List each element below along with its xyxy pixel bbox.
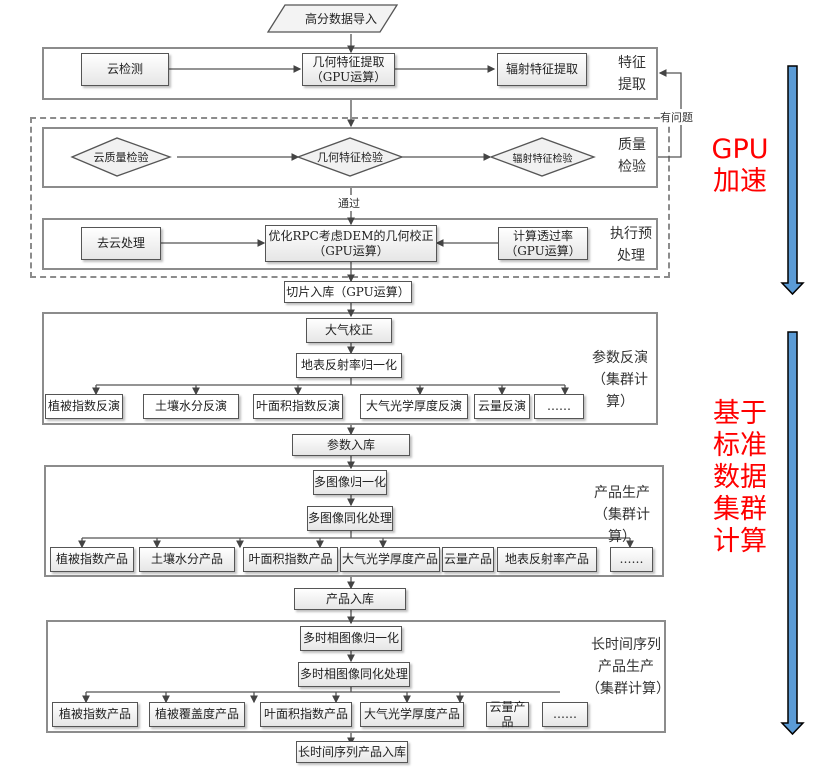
stage-feature-extraction-label: 特征 提取	[618, 55, 646, 93]
param-store-box: 参数入库	[292, 434, 410, 456]
multi-temporal-norm-box: 多时相图像归一化	[300, 626, 402, 651]
input-parallelogram	[266, 4, 399, 33]
ts-product-item: 植被覆盖度产品	[149, 702, 245, 727]
inversion-item: ……	[534, 394, 584, 419]
stage-preprocess-label: 执行预 处理	[610, 226, 652, 264]
inversion-item: 叶面积指数反演	[253, 394, 343, 419]
geo-feature-extract-box: 几何特征提取 （GPU运算）	[302, 53, 395, 86]
product-item: 植被指数产品	[50, 547, 134, 572]
ts-product-item: 叶面积指数产品	[260, 702, 352, 727]
gpu-arrow	[780, 65, 805, 296]
product-store-box: 产品入库	[294, 588, 406, 610]
cluster-computing-label: 基于 标准 数据 集群 计算	[713, 398, 767, 557]
inversion-item: 云量反演	[474, 394, 530, 419]
ts-product-item: 植被指数产品	[52, 702, 138, 727]
ts-store-box: 长时间序列产品入库	[296, 741, 408, 763]
tile-store-box: 切片入库（GPU运算）	[284, 281, 412, 303]
transmittance-box: 计算透过率 （GPU运算）	[498, 227, 588, 260]
cloud-detection-box: 云检测	[81, 53, 169, 86]
product-item: 云量产品	[442, 547, 494, 572]
inversion-item: 大气光学厚度反演	[360, 394, 468, 419]
reflectance-norm-box: 地表反射率归一化	[296, 353, 402, 378]
input-label: 高分数据导入	[304, 12, 377, 26]
ts-product-item: 云量产品	[486, 700, 529, 729]
stage-product-label: 产品生产 （集群计算）	[594, 485, 650, 545]
pass-label: 通过	[338, 195, 360, 211]
diamond-rad-check	[489, 137, 596, 177]
rad-feature-extract-box: 辐射特征提取	[497, 53, 587, 86]
diamond-cloud-check	[70, 137, 172, 177]
decloud-box: 去云处理	[81, 227, 161, 260]
multi-temporal-assim-box: 多时相图像同化处理	[298, 662, 410, 687]
stage-quality-check-label: 质量 检验	[618, 137, 646, 175]
inversion-item: 土壤水分反演	[143, 394, 239, 419]
ts-product-item: ……	[542, 702, 588, 727]
feedback-label: 有问题	[660, 109, 693, 125]
cloud-check-label: 云质量检验	[93, 151, 149, 164]
product-item: ……	[610, 547, 653, 572]
gpu-acceleration-label: GPU 加速	[711, 134, 769, 197]
side-arrows	[780, 65, 805, 736]
stage-timeseries-label: 长时间序列 产品生产 （集群计算）	[586, 637, 670, 697]
geo-check-label: 几何特征检验	[317, 151, 383, 164]
multi-image-norm-box: 多图像归一化	[313, 470, 387, 495]
inversion-item: 植被指数反演	[45, 394, 123, 419]
multi-image-assim-box: 多图像同化处理	[307, 506, 393, 531]
product-item: 叶面积指数产品	[243, 547, 338, 572]
diamond-geo-check	[296, 137, 404, 177]
ts-product-item: 大气光学厚度产品	[360, 702, 464, 727]
stage-param-inversion-label: 参数反演 （集群计算）	[592, 350, 648, 410]
rpc-correction-box: 优化RPC考虑DEM的几何校正 （GPU运算）	[265, 225, 437, 262]
atm-correction-box: 大气校正	[306, 318, 392, 343]
rad-check-label: 辐射特征检验	[512, 153, 573, 165]
product-item: 大气光学厚度产品	[340, 547, 440, 572]
cluster-arrow	[780, 331, 805, 736]
product-item: 土壤水分产品	[139, 547, 235, 572]
product-item: 地表反射率产品	[497, 547, 597, 572]
